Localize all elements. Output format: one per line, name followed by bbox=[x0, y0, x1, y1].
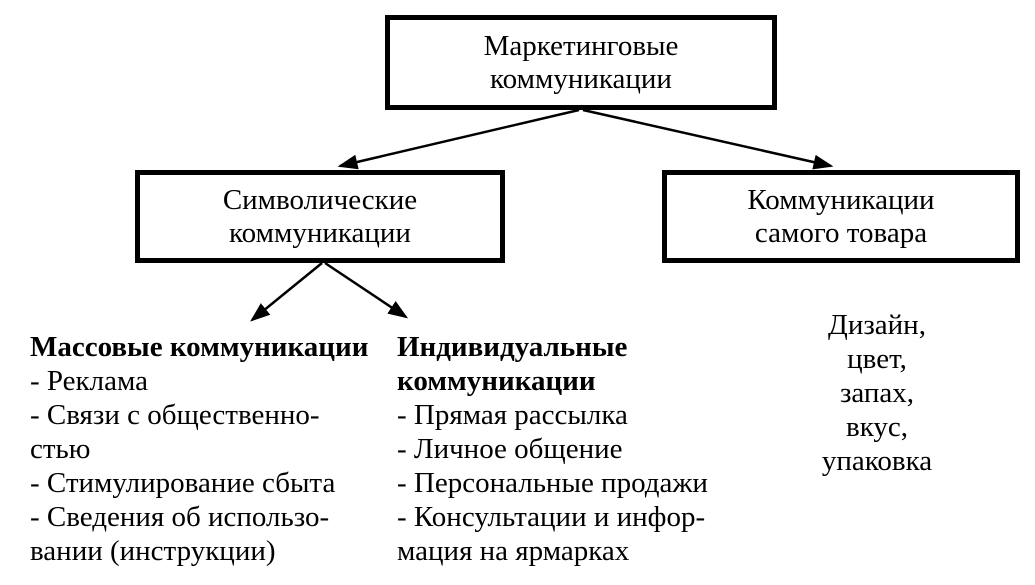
list-item: - Прямая рассылка bbox=[397, 399, 628, 431]
list-item: - Персональные продажи bbox=[397, 467, 708, 499]
list-item: - Связи с общественно- bbox=[30, 399, 320, 431]
list-item: стью bbox=[30, 433, 91, 465]
node-product-communications: Коммуникации самого товара bbox=[662, 170, 1020, 263]
mass-communications-list: Массовые коммуникации - Реклама - Связи … bbox=[30, 330, 395, 568]
list-item: - Реклама bbox=[30, 365, 148, 397]
list-item: - Стимулирование сбыта bbox=[30, 467, 336, 499]
arrow-root-to-symbolic bbox=[337, 108, 580, 170]
list-item: вкус, bbox=[846, 411, 908, 443]
individual-communications-heading: Индивидуальные коммуникации bbox=[397, 331, 628, 397]
list-item: мация на ярмарках bbox=[397, 535, 630, 567]
list-item: упаковка bbox=[821, 445, 933, 477]
list-item: цвет, bbox=[847, 343, 907, 375]
node-symbolic-communications: Символические коммуникации bbox=[135, 170, 505, 263]
product-attributes-list: Дизайн, цвет, запах, вкус, упаковка bbox=[777, 308, 977, 478]
node-marketing-communications: Маркетинговые коммуникации bbox=[385, 15, 777, 110]
arrow-root-to-product bbox=[582, 108, 834, 170]
list-item: - Консультации и инфор- bbox=[397, 501, 706, 533]
individual-communications-list: Индивидуальные коммуникации - Прямая рас… bbox=[397, 330, 737, 568]
list-item: запах, bbox=[839, 377, 915, 409]
list-item: вании (инструкции) bbox=[30, 535, 276, 567]
arrow-symbolic-to-individual bbox=[324, 261, 409, 319]
arrow-symbolic-to-mass bbox=[250, 262, 323, 322]
mass-communications-heading: Массовые коммуникации bbox=[30, 331, 369, 363]
list-item: Дизайн, bbox=[828, 309, 926, 341]
list-item: - Сведения об использо- bbox=[30, 501, 330, 533]
list-item: - Личное общение bbox=[397, 433, 623, 465]
